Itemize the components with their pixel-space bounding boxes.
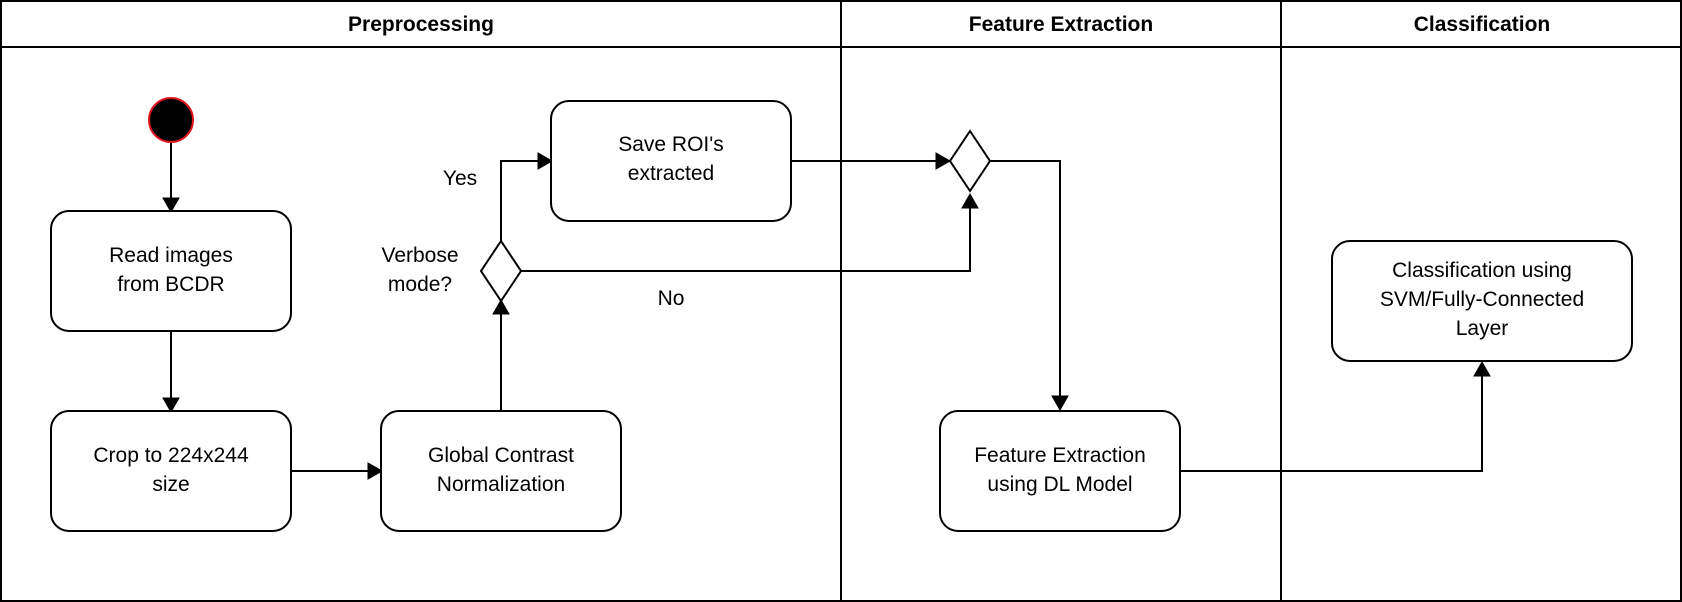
arrowhead-save-merge bbox=[935, 152, 952, 170]
node-classification-line-1: Classification using bbox=[1392, 259, 1572, 282]
node-crop-line-1: Crop to 224x244 bbox=[93, 444, 249, 467]
edge-label-yes: Yes bbox=[443, 167, 477, 190]
node-feature-extraction-line-2: using DL Model bbox=[987, 473, 1132, 496]
node-verbose-decision[interactable]: Verbose mode? bbox=[381, 239, 523, 303]
lane-title-preprocessing: Preprocessing bbox=[348, 13, 494, 36]
edge-label-no: No bbox=[658, 287, 685, 310]
lane-title-feature-extraction: Feature Extraction bbox=[969, 13, 1153, 36]
node-classification-box bbox=[1331, 240, 1633, 362]
node-classification-line-3: Layer bbox=[1456, 317, 1509, 340]
node-save-roi[interactable]: Save ROI's extracted bbox=[550, 100, 792, 222]
node-feature-extraction-box bbox=[939, 410, 1181, 532]
node-save-roi-line-2: extracted bbox=[628, 162, 714, 185]
node-gcn-line-2: Normalization bbox=[437, 473, 565, 496]
edge-feature-classification bbox=[1180, 374, 1483, 472]
node-feature-extraction[interactable]: Feature Extraction using DL Model bbox=[939, 410, 1181, 532]
edge-verbose-merge-no bbox=[521, 206, 971, 272]
node-gcn-line-1: Global Contrast bbox=[428, 444, 574, 467]
arrowhead-merge-feature bbox=[1051, 395, 1069, 412]
node-read-images-box bbox=[50, 210, 292, 332]
arrowhead-start-read bbox=[162, 197, 180, 214]
edge-verbose-save-yes bbox=[500, 160, 540, 241]
node-gcn-box bbox=[380, 410, 622, 532]
edge-merge-feature bbox=[990, 160, 1061, 398]
merge-diamond[interactable] bbox=[948, 129, 992, 193]
node-verbose-line-2: mode? bbox=[388, 273, 452, 296]
decision-diamond-verbose bbox=[479, 239, 523, 303]
arrowhead-read-crop bbox=[162, 397, 180, 414]
node-crop-box bbox=[50, 410, 292, 532]
node-verbose-line-1: Verbose bbox=[381, 244, 458, 267]
node-read-images-line-1: Read images bbox=[109, 244, 233, 267]
start-node bbox=[148, 97, 194, 143]
node-read-images[interactable]: Read images from BCDR bbox=[50, 210, 292, 332]
arrowhead-verbose-save bbox=[537, 152, 554, 170]
node-crop[interactable]: Crop to 224x244 size bbox=[50, 410, 292, 532]
node-crop-line-2: size bbox=[152, 473, 189, 496]
node-save-roi-box bbox=[550, 100, 792, 222]
arrowhead-crop-gcn bbox=[367, 462, 384, 480]
connectors bbox=[162, 143, 1491, 480]
node-feature-extraction-line-1: Feature Extraction bbox=[974, 444, 1146, 467]
node-save-roi-line-1: Save ROI's bbox=[618, 133, 724, 156]
arrowhead-gcn-verbose bbox=[492, 298, 510, 315]
lane-title-classification: Classification bbox=[1414, 13, 1551, 36]
node-read-images-line-2: from BCDR bbox=[117, 273, 224, 296]
node-classification-line-2: SVM/Fully-Connected bbox=[1380, 288, 1584, 311]
arrowhead-verbose-merge bbox=[961, 192, 979, 209]
node-gcn[interactable]: Global Contrast Normalization bbox=[380, 410, 622, 532]
node-classification[interactable]: Classification using SVM/Fully-Connected… bbox=[1331, 240, 1633, 362]
arrowhead-feature-classification bbox=[1473, 360, 1491, 377]
